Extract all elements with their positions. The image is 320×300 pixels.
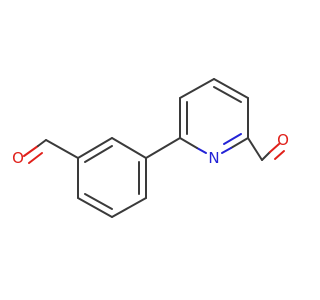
bond-c-o-left-a <box>23 145 39 157</box>
bond-pyr-6-b <box>179 137 198 149</box>
bond-c-o-left-b <box>28 152 43 164</box>
bond-cho-left-c-o <box>37 139 47 147</box>
bond-benz-2 <box>111 137 147 159</box>
atom-o-right: O <box>277 131 289 149</box>
bond-cho-right-c-o <box>261 151 271 161</box>
bond-pyr-6-a <box>196 147 207 154</box>
bond-c-o-right-b <box>274 150 285 160</box>
bond-pyr-5-a <box>230 137 249 149</box>
atom-o-left: O <box>12 149 24 167</box>
bond-c-o-right-a <box>269 143 280 153</box>
bonds <box>23 78 285 218</box>
bond-benz-4 <box>111 197 147 218</box>
bond-pyr-2 <box>179 78 215 99</box>
bond-benz-5 <box>77 197 113 218</box>
bond-pyr-5-b <box>221 147 232 154</box>
bond-pyr-3 <box>213 78 249 99</box>
bond-biaryl <box>145 137 181 159</box>
bond-pyr-5-inner <box>223 133 242 145</box>
molecule-structure: O N O <box>12 78 289 218</box>
atom-labels: O N O <box>12 131 289 167</box>
bond-pyr-3-inner <box>213 86 242 103</box>
bond-benz-5-inner <box>84 193 113 210</box>
bond-cho-left-c-ring <box>45 139 79 159</box>
atom-n-pyridine: N <box>208 149 219 167</box>
bond-benz-1-inner <box>84 145 113 163</box>
bond-cho-right-c-ring <box>247 137 263 161</box>
bond-benz-1 <box>77 137 113 159</box>
